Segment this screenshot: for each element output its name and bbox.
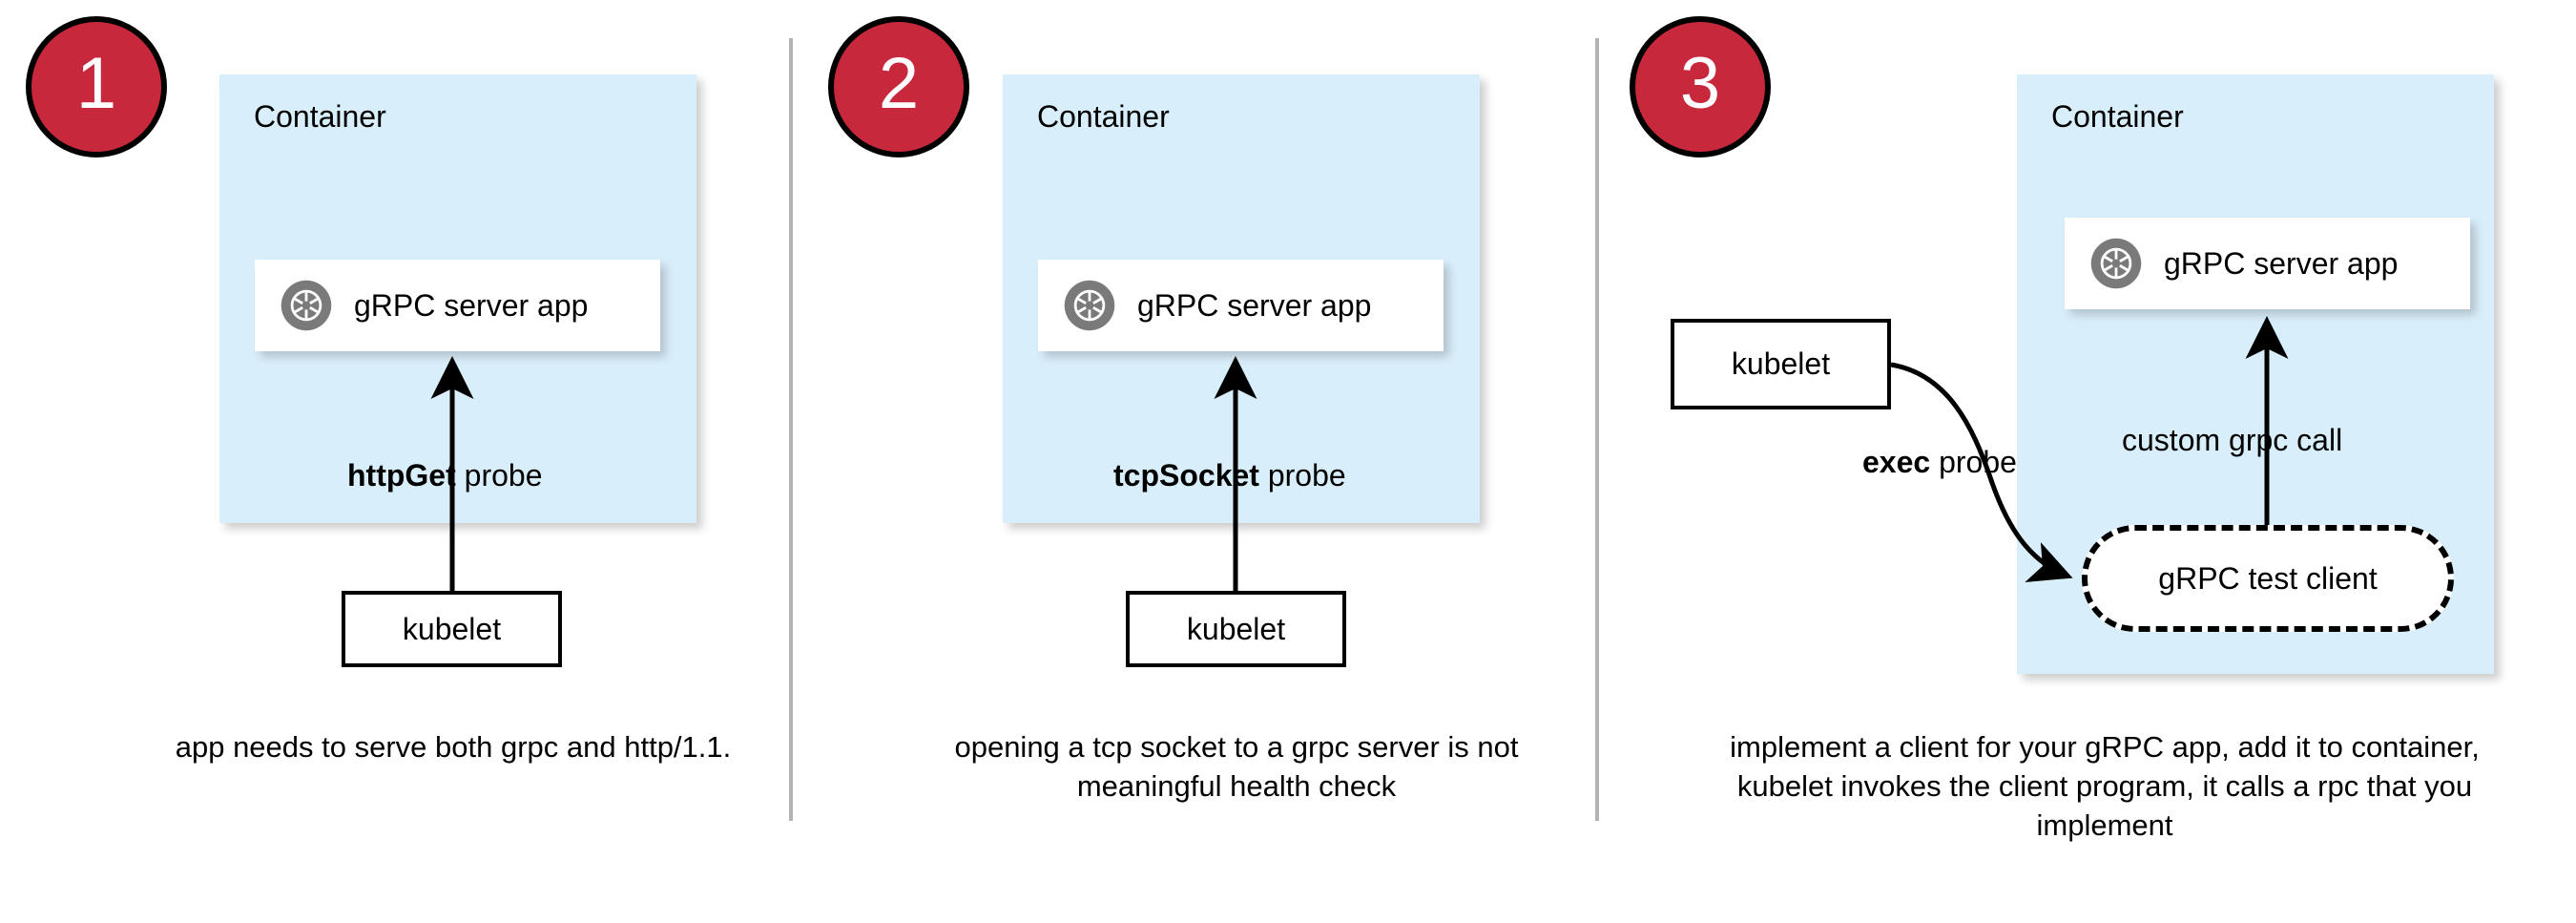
container-label: Container xyxy=(2051,99,2184,134)
probe-label-bold: exec xyxy=(1862,445,1931,479)
kubelet-box: kubelet xyxy=(1671,319,1891,409)
grpc-test-client-node: gRPC test client xyxy=(2082,525,2454,632)
grpc-logo-icon xyxy=(280,280,332,331)
probe-label-rest: probe xyxy=(455,458,543,493)
kubelet-label: kubelet xyxy=(1186,611,1286,646)
panel-caption: app needs to serve both grpc and http/1.… xyxy=(175,730,732,764)
panel-divider-1 xyxy=(789,38,793,821)
app-label: gRPC server app xyxy=(1137,287,1372,323)
step-badge-1: 1 xyxy=(26,16,167,157)
step-number: 1 xyxy=(75,43,117,124)
panel-tcpsocket-probe: 2 Container xyxy=(793,0,1595,923)
probe-label-bold: httpGet xyxy=(347,458,456,493)
probe-label-tcpsocket: tcpSocket probe xyxy=(1113,458,1346,493)
grpc-server-app-card: gRPC server app xyxy=(255,260,660,351)
kubelet-box: kubelet xyxy=(342,591,562,667)
grpc-logo-icon xyxy=(2090,238,2142,289)
kubelet-label: kubelet xyxy=(402,611,502,646)
step-number: 2 xyxy=(878,43,920,124)
step-badge-3: 3 xyxy=(1630,16,1771,157)
panel-exec-probe: 3 Container xyxy=(1599,0,2576,923)
container-label: Container xyxy=(1037,99,1170,134)
kubelet-label: kubelet xyxy=(1731,346,1831,381)
grpc-logo-icon xyxy=(1064,280,1115,331)
panel-divider-2 xyxy=(1595,38,1599,821)
probe-label-httpget: httpGet probe xyxy=(347,458,542,493)
grpc-test-client-label: gRPC test client xyxy=(2158,560,2378,596)
step-number: 3 xyxy=(1679,43,1721,124)
kubelet-box: kubelet xyxy=(1126,591,1346,667)
step-badge-2: 2 xyxy=(828,16,969,157)
custom-grpc-call-label: custom grpc call xyxy=(2122,423,2343,457)
panel-caption: implement a client for your gRPC app, ad… xyxy=(1730,730,2480,843)
grpc-server-app-card: gRPC server app xyxy=(2065,218,2470,309)
app-label: gRPC server app xyxy=(2164,245,2399,281)
probe-label-rest: probe xyxy=(1930,445,2017,479)
app-label: gRPC server app xyxy=(354,287,589,323)
grpc-server-app-card: gRPC server app xyxy=(1038,260,1444,351)
container-label: Container xyxy=(254,99,386,134)
probe-label-exec: exec probe xyxy=(1862,445,2017,480)
probe-label-bold: tcpSocket xyxy=(1113,458,1259,493)
panel-httpget-probe: 1 Container xyxy=(0,0,789,923)
panel-caption: opening a tcp socket to a grpc server is… xyxy=(954,730,1519,804)
probe-label-rest: probe xyxy=(1258,458,1346,493)
